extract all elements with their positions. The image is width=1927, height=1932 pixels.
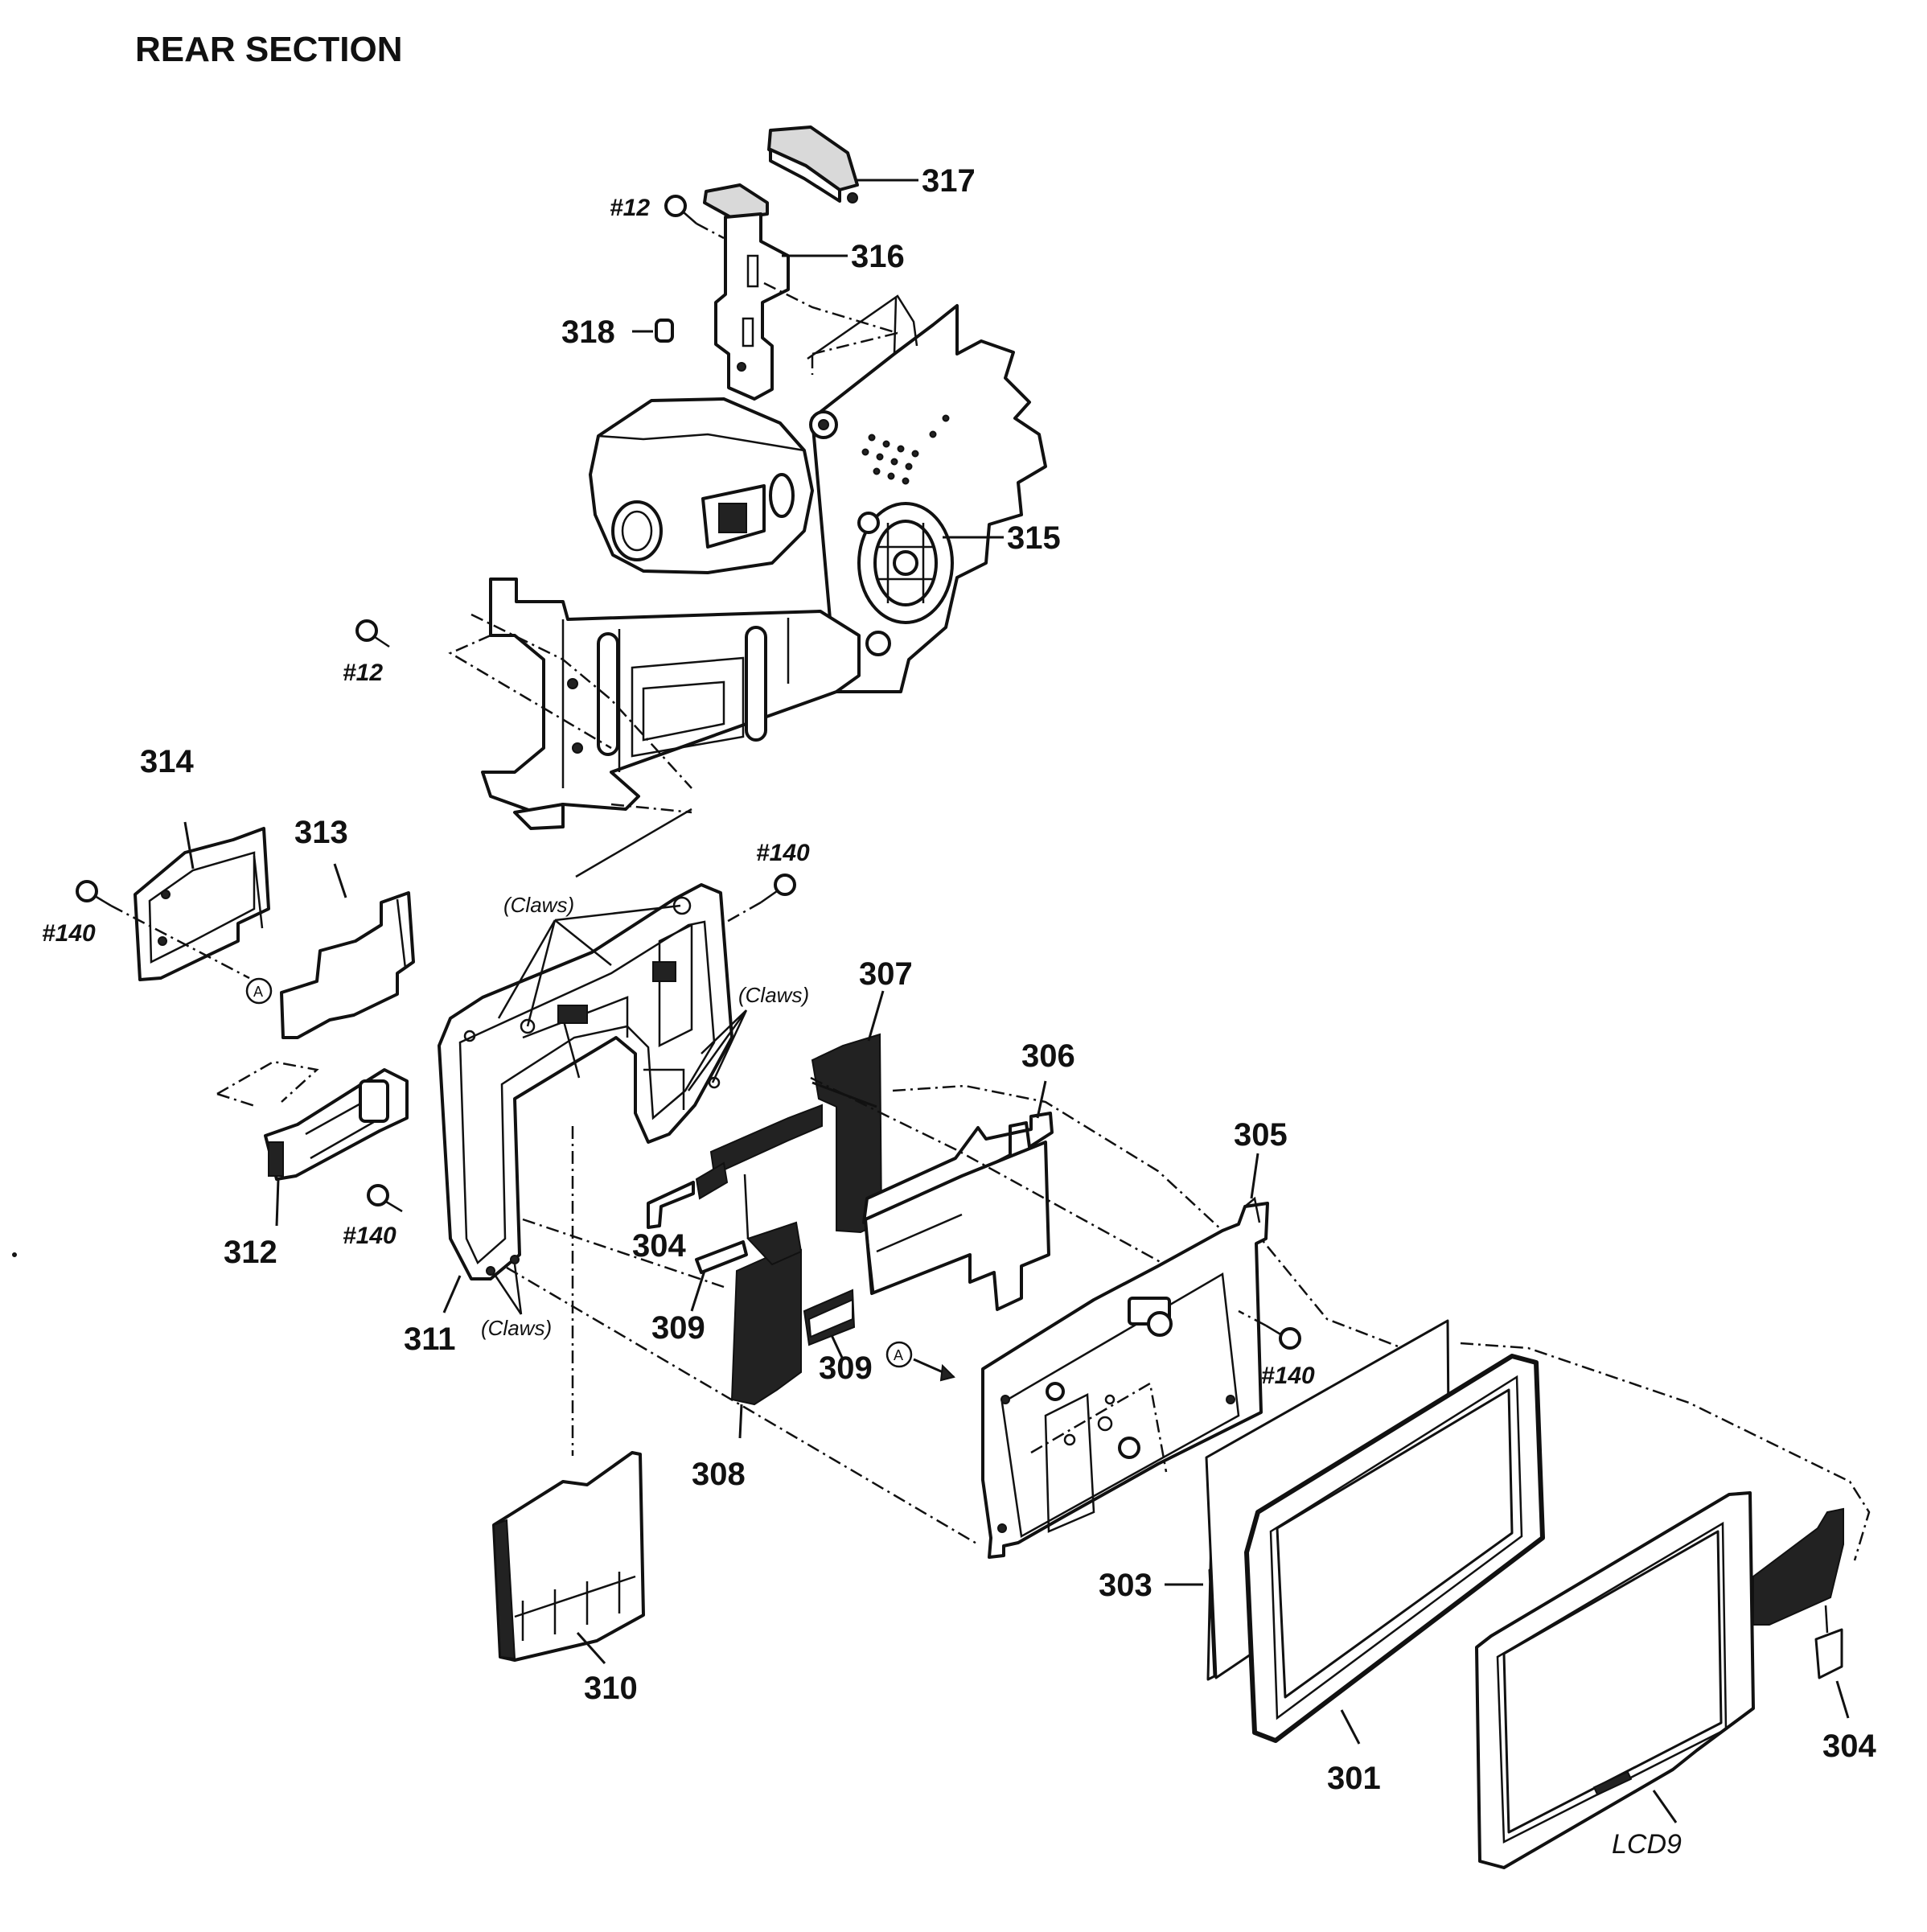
label-316: 316 xyxy=(851,239,905,274)
label-screw-140-a: #140 xyxy=(42,920,96,947)
label-301: 301 xyxy=(1327,1761,1381,1796)
screw-140-center-left-icon xyxy=(367,1184,403,1213)
part-301-lcd-frame xyxy=(1244,1354,1545,1743)
screw-12-top-icon xyxy=(664,195,697,224)
label-310: 310 xyxy=(584,1671,638,1706)
label-claws-top: (Claws) xyxy=(503,893,574,917)
label-304-a: 304 xyxy=(632,1228,686,1264)
part-313-cover xyxy=(280,891,415,1039)
label-307: 307 xyxy=(859,956,913,992)
screw-12-left-icon xyxy=(355,619,390,648)
rear-cabinet-housing xyxy=(481,294,1047,830)
part-317-top-button xyxy=(767,125,859,203)
speaker-grille xyxy=(861,414,950,485)
part-310-card-lid xyxy=(492,1451,645,1662)
label-screw-12-left: #12 xyxy=(343,660,383,686)
label-claws-right: (Claws) xyxy=(738,983,809,1007)
label-308: 308 xyxy=(692,1457,746,1492)
label-306: 306 xyxy=(1021,1038,1075,1074)
screw-140-left-icon xyxy=(76,880,112,907)
label-screw-140-c: #140 xyxy=(756,840,810,866)
part-314-plate xyxy=(134,827,270,981)
label-304-b: 304 xyxy=(1822,1729,1876,1764)
label-309-b: 309 xyxy=(819,1350,873,1386)
label-311: 311 xyxy=(404,1322,456,1357)
label-screw-12-top: #12 xyxy=(610,195,650,221)
part-304-right-sheet xyxy=(1814,1605,1843,1679)
part-309-right-sheet xyxy=(803,1289,856,1346)
screw-140-right-icon xyxy=(1265,1324,1301,1350)
label-screw-140-b: #140 xyxy=(343,1223,396,1249)
label-309-a: 309 xyxy=(651,1310,705,1346)
diagram-title: REAR SECTION xyxy=(135,30,402,69)
label-317: 317 xyxy=(922,163,976,199)
label-claws-bottom: (Claws) xyxy=(481,1316,552,1340)
label-305: 305 xyxy=(1234,1117,1288,1153)
label-318: 318 xyxy=(561,314,615,350)
label-lcd9: LCD9 xyxy=(1612,1829,1682,1860)
part-308-lower-flex xyxy=(730,1174,803,1406)
screw-140-top-icon xyxy=(760,874,796,904)
part-304-small-sheet xyxy=(647,1181,695,1229)
part-307-flex-board xyxy=(695,1033,883,1234)
reference-marker-a-center: A xyxy=(885,1341,913,1368)
reference-marker-a-left: A xyxy=(245,977,273,1005)
part-316-bracket xyxy=(703,183,790,401)
svg-text:A: A xyxy=(894,1347,903,1363)
part-315-control-ring xyxy=(857,502,954,656)
part-309-left-sheet xyxy=(695,1240,748,1274)
part-305-main-board xyxy=(981,1196,1269,1559)
label-314: 314 xyxy=(140,744,194,779)
part-306-shield-plate xyxy=(862,1112,1054,1311)
part-318-clip xyxy=(655,319,674,343)
svg-text:A: A xyxy=(253,984,263,1000)
label-303: 303 xyxy=(1099,1568,1153,1603)
label-315: 315 xyxy=(1007,520,1061,556)
label-312: 312 xyxy=(224,1235,277,1270)
label-313: 313 xyxy=(294,815,348,850)
label-screw-140-d: #140 xyxy=(1261,1363,1315,1389)
lcd9-panel xyxy=(1475,1491,1844,1869)
part-312-battery-lid xyxy=(264,1068,409,1181)
